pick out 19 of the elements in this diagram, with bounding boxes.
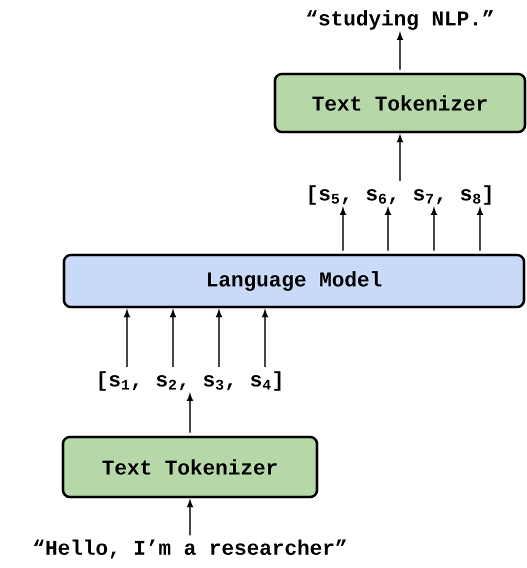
arrow	[187, 500, 193, 536]
text-label: “Hello, I’m a researcher”	[34, 540, 346, 558]
arrow	[187, 394, 193, 433]
arrow	[477, 208, 483, 251]
arrow	[385, 208, 391, 251]
arrow	[216, 310, 222, 367]
arrow	[397, 33, 403, 70]
model-box: Language Model	[62, 254, 526, 308]
arrow	[124, 310, 130, 367]
process-box: Text Tokenizer	[62, 436, 318, 498]
arrow	[397, 135, 403, 181]
arrow	[431, 208, 437, 251]
text-label: “studying NLP.”	[306, 10, 494, 30]
arrow	[340, 208, 346, 251]
process-box: Text Tokenizer	[274, 72, 526, 134]
arrow	[170, 310, 176, 367]
text-label: [s$_{1}$, s$_{2}$, s$_{3}$, s$_{4}$]	[100, 371, 280, 391]
text-label: [s$_{5}$, s$_{6}$, s$_{7}$, s$_{8}$]	[310, 185, 490, 205]
arrow	[262, 310, 268, 367]
